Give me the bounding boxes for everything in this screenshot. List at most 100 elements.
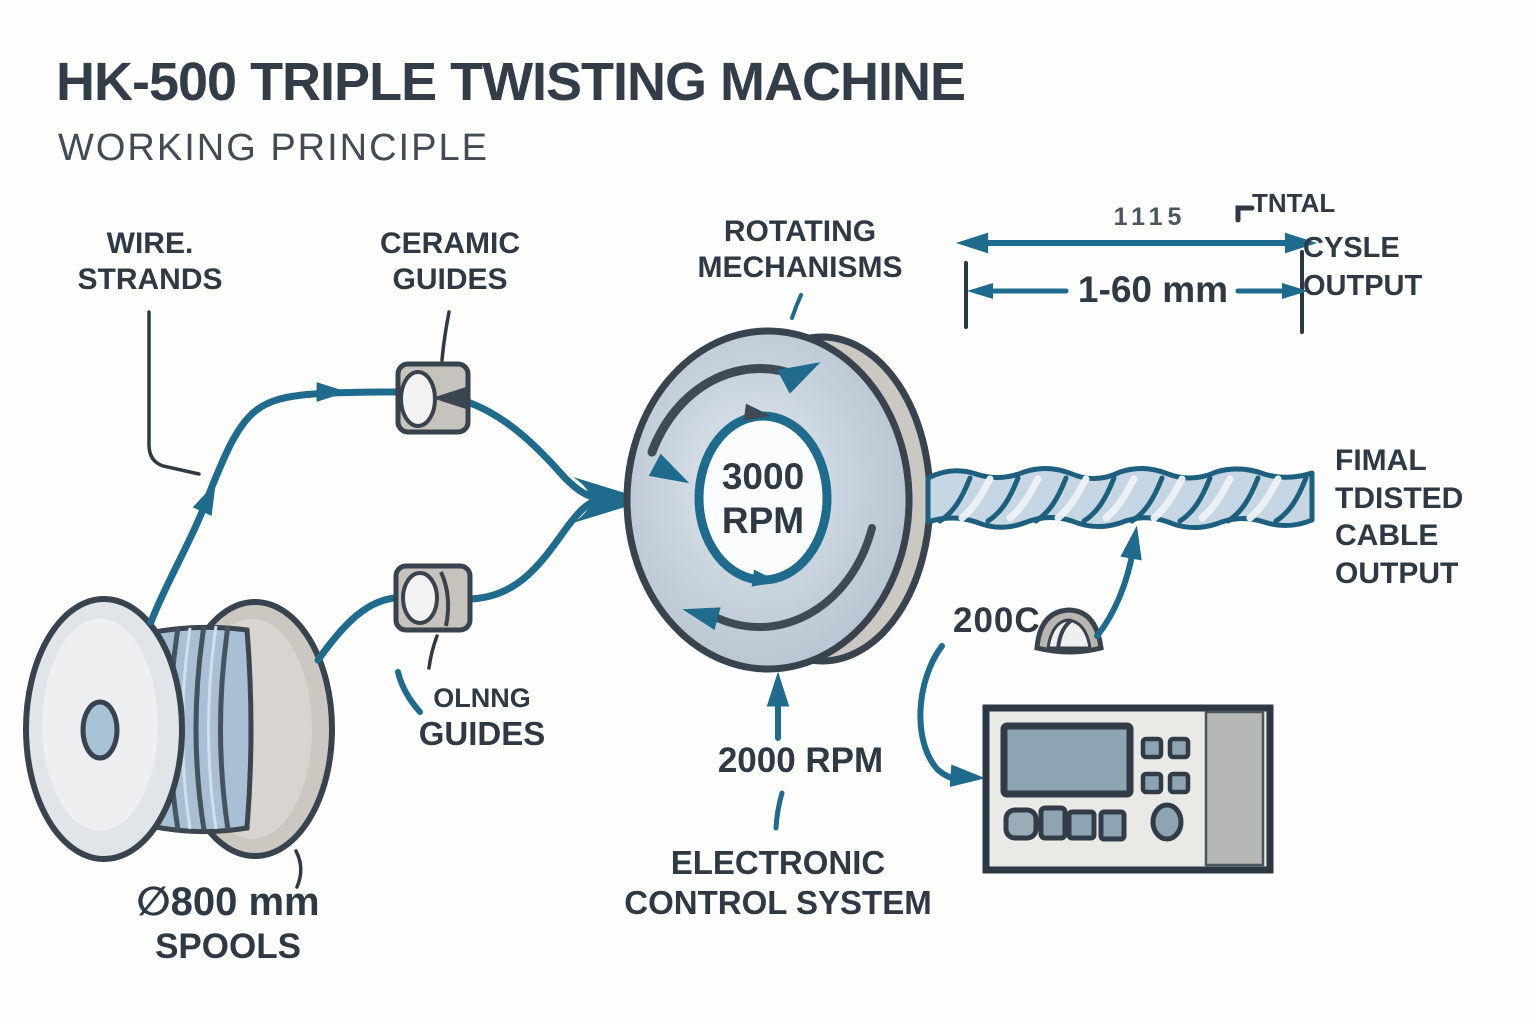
rotation-arrow-icon [648, 453, 690, 484]
arrow-up-icon [1120, 525, 1142, 561]
lower-wire-to-junction [458, 496, 602, 603]
ceramic-guides-leader [440, 310, 451, 362]
ceramic-guide-top [395, 361, 471, 435]
label-line: ROTATING [723, 215, 877, 248]
label-line: SPOOLS [155, 927, 301, 966]
panel-button [1167, 771, 1191, 795]
rotating-mechanisms-label: ROTATING MECHANISMS [645, 214, 955, 286]
branch-guide-illustration [1034, 607, 1104, 655]
control-system-leader [773, 790, 785, 831]
winding-highlight [207, 625, 218, 830]
label-line: MECHANISMS [697, 251, 903, 284]
arrow-to-cable [1094, 547, 1136, 639]
junction-arrow-icon [573, 477, 648, 523]
upper-wire-path [147, 388, 400, 626]
label-line: GUIDES [392, 263, 508, 296]
wire-spool-illustration [23, 596, 335, 862]
label-line: TDISTED [1335, 481, 1464, 515]
final-output-label: FIMAL TDISTED CABLE OUTPUT [1335, 442, 1505, 592]
panel-display [1000, 722, 1134, 798]
guide-eyelet [401, 571, 439, 625]
cable-highlights [958, 475, 1282, 522]
panel-button [1066, 809, 1097, 841]
rotating-disk-illustration [623, 327, 934, 673]
panel-button [1098, 809, 1127, 842]
label-line: CONTROL SYSTEM [624, 883, 932, 921]
ceramic-guides-label: CERAMIC GUIDES [355, 226, 545, 298]
panel-button [1140, 736, 1164, 760]
label-line: CERAMIC [380, 227, 520, 260]
panel-button [1140, 771, 1164, 795]
panel-button [1003, 807, 1039, 841]
label-line: OLNNG [433, 683, 531, 713]
label-line: CYSLE [1303, 232, 1400, 264]
main-rpm-label: 3000 RPM [703, 455, 823, 544]
rotation-arrow-icon [751, 569, 780, 587]
page-subtitle: WORKING PRINCIPLE [58, 127, 489, 169]
lower-guides-label: OLNNG GUIDES [392, 682, 572, 754]
rotation-arc-bottom [702, 524, 876, 631]
spool-leader [294, 849, 303, 889]
arrow-up-icon [766, 671, 790, 707]
label-line: CABLE [1335, 519, 1439, 552]
top-dimension-label: TNTAL [1252, 188, 1336, 218]
label-line: FIMAL [1335, 444, 1427, 477]
label-line: RPM [721, 500, 805, 542]
arrow-left-icon [955, 232, 989, 254]
arrow-right-icon [1282, 283, 1308, 299]
arrow-left-icon [967, 283, 993, 299]
guide-eyelet [399, 370, 437, 428]
branch-speed-value: 200C [953, 601, 1041, 640]
label-line: ELECTRONIC [670, 844, 886, 881]
arrow-right-icon [949, 764, 986, 788]
label-line: STRANDS [77, 263, 223, 296]
rotation-arrow-icon [777, 362, 821, 394]
label-line: GUIDES [418, 715, 546, 753]
upper-wire-to-junction [454, 395, 602, 502]
cable-strand-lines [937, 475, 1309, 524]
label-line: ∅800 mm [136, 880, 320, 924]
rotation-arrow-icon [743, 403, 772, 421]
rotation-arrow-icon [682, 607, 721, 631]
ceramic-guide-bottom [393, 563, 473, 633]
label-line: OUTPUT [1303, 269, 1423, 302]
branch-guide-line [1056, 618, 1074, 650]
cycle-output-label: CYSLE OUTPUT [1303, 230, 1463, 305]
page-title: HK-500 TRIPLE TWISTING MACHINE [56, 52, 966, 112]
guide-shadow-line [439, 571, 451, 627]
winding-arc [218, 625, 231, 831]
dimension-annotation [955, 205, 1318, 334]
winding-arc [193, 625, 207, 831]
panel-knob [1150, 802, 1184, 842]
twisted-cable-illustration [925, 466, 1315, 530]
panel-side-strip [1204, 710, 1265, 867]
range-dimension-value: 1-60 mm [1077, 269, 1229, 310]
guide-shadow-wedge [432, 387, 466, 409]
rotating-leader [790, 293, 803, 320]
wire-direction-arrow-icon [192, 482, 216, 516]
spool-hub [80, 699, 120, 761]
rotation-arc-top [647, 364, 803, 457]
label-line: 3000 [721, 456, 805, 497]
wire-strands-label: WIRE. STRANDS [60, 226, 240, 298]
panel-button [1167, 736, 1191, 760]
wire-direction-arrow-icon [316, 382, 348, 402]
control-system-label: ELECTRONIC CONTROL SYSTEM [608, 843, 948, 922]
arrow-to-panel [917, 643, 959, 782]
label-line: WIRE. [106, 227, 194, 260]
label-line: OUTPUT [1335, 556, 1459, 590]
lower-guides-leader-accent [395, 669, 423, 715]
panel-button [1038, 805, 1068, 841]
leader-lines [147, 293, 803, 889]
wire-paths [147, 388, 602, 664]
lower-wire-path [314, 594, 400, 664]
secondary-rpm-label: 2000 RPM [717, 741, 884, 780]
bracket-mark [1235, 205, 1255, 223]
wire-strands-leader [147, 310, 201, 476]
spools-label: ∅800 mm SPOOLS [118, 878, 338, 968]
lower-guides-leader [427, 634, 439, 670]
top-dimension-value: 1115 [1113, 203, 1187, 231]
arrow-right-icon [1284, 232, 1318, 254]
